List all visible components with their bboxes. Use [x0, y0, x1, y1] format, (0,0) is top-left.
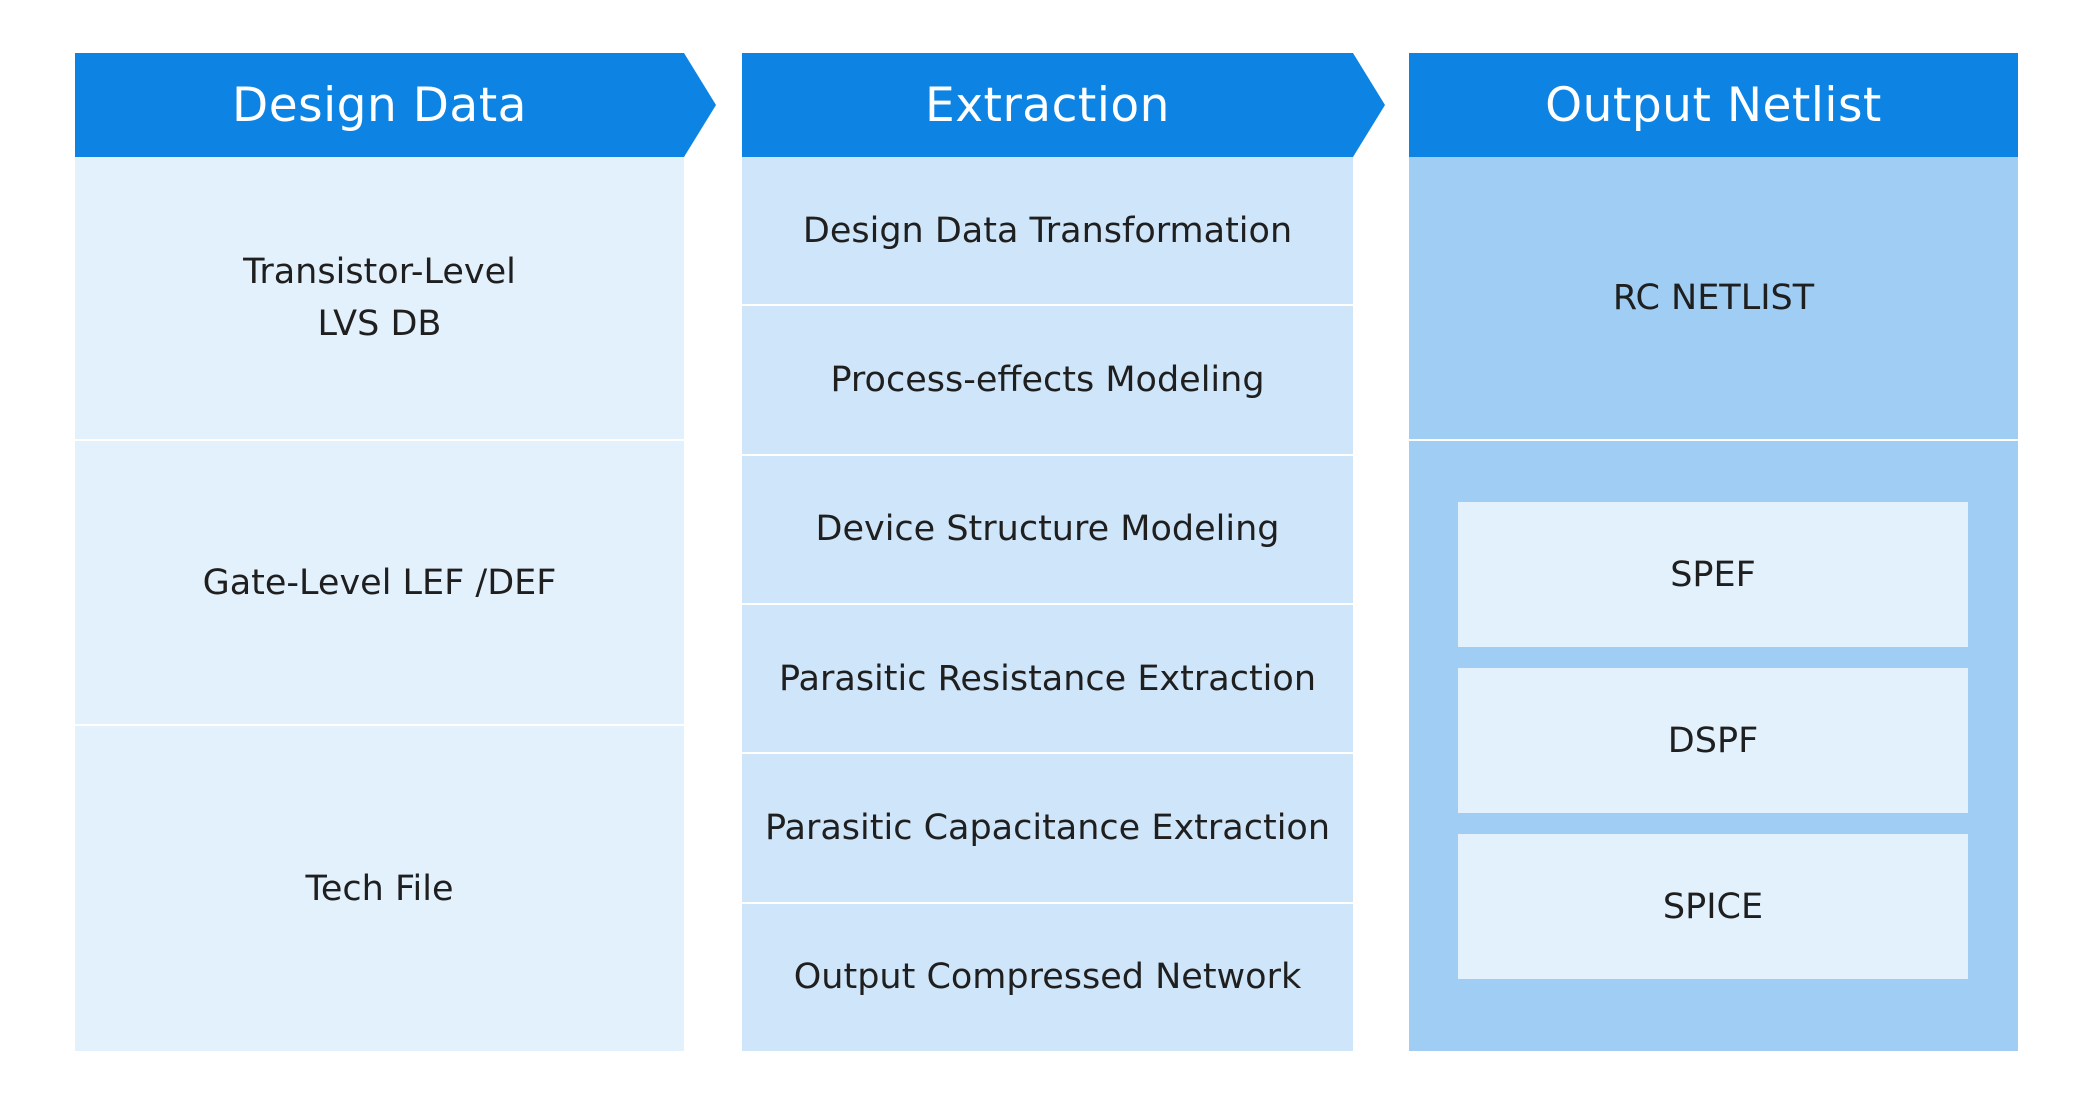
extraction-step: Output Compressed Network	[742, 903, 1353, 1051]
output-netlist-column: Output Netlist RC NETLIST SPEF DSPF SPIC…	[1409, 53, 2018, 1051]
extraction-step: Design Data Transformation	[742, 157, 1353, 307]
output-format-panel: SPEF DSPF SPICE	[1409, 441, 2018, 1051]
format-dspf: DSPF	[1458, 668, 1968, 813]
extraction-step-list: Design Data Transformation Process-effec…	[742, 157, 1353, 1051]
extraction-step: Parasitic Capacitance Extraction	[742, 754, 1353, 904]
design-data-list: Transistor-Level LVS DB Gate-Level LEF /…	[75, 157, 684, 1051]
design-data-column: Design Data Transistor-Level LVS DB Gate…	[75, 53, 716, 1051]
format-spice: SPICE	[1458, 834, 1968, 979]
format-spef: SPEF	[1458, 502, 1968, 647]
extraction-step: Process-effects Modeling	[742, 306, 1353, 456]
design-data-item-gate-level: Gate-Level LEF /DEF	[75, 441, 684, 726]
output-netlist-body: RC NETLIST SPEF DSPF SPICE	[1409, 157, 2018, 1051]
extraction-step: Parasitic Resistance Extraction	[742, 604, 1353, 755]
output-netlist-header: Output Netlist	[1409, 53, 2018, 157]
extraction-header: Extraction	[742, 53, 1353, 157]
arrow-right-icon	[1353, 53, 1385, 157]
rc-netlist-label: RC NETLIST	[1409, 157, 2018, 441]
extraction-column: Extraction Design Data Transformation Pr…	[742, 53, 1385, 1051]
design-data-header: Design Data	[75, 53, 684, 157]
arrow-right-icon	[684, 53, 716, 157]
design-data-item-transistor-level: Transistor-Level LVS DB	[75, 157, 684, 441]
extraction-step: Device Structure Modeling	[742, 455, 1353, 605]
design-data-item-tech-file: Tech File	[75, 726, 684, 1051]
